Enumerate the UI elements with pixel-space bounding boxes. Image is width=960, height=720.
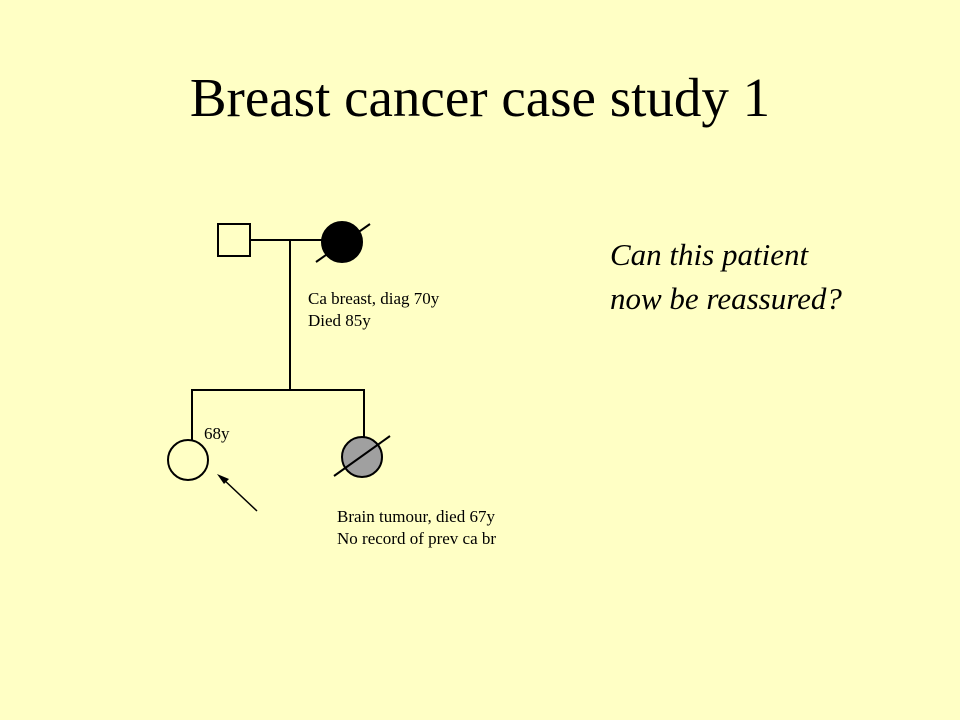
proband-age: 68y — [204, 424, 230, 443]
proband-arrow-head — [217, 474, 229, 484]
question-text: Can this patient now be reassured? — [610, 233, 842, 321]
grandmother-circle — [321, 221, 363, 263]
proband-arrow-line — [221, 477, 258, 512]
sibling-note: Brain tumour, died 67y No record of prev… — [337, 506, 496, 550]
question-line1: Can this patient — [610, 237, 809, 272]
sibling-deceased-slash — [333, 435, 391, 477]
grandmother-note-line1: Ca breast, diag 70y — [308, 289, 440, 308]
sibling-note-line2: No record of prev ca br — [337, 529, 497, 548]
sibling-note-line1: Brain tumour, died 67y — [337, 507, 495, 526]
slide-title: Breast cancer case study 1 — [189, 67, 771, 128]
grandmother-deceased-slash — [315, 223, 371, 263]
question-line2: now be reassured? — [610, 281, 842, 316]
grandmother-note: Ca breast, diag 70y Died 85y — [308, 288, 439, 332]
grandmother-note-line2: Died 85y — [308, 311, 371, 330]
proband-circle — [167, 439, 209, 481]
grandfather-square — [217, 223, 251, 257]
